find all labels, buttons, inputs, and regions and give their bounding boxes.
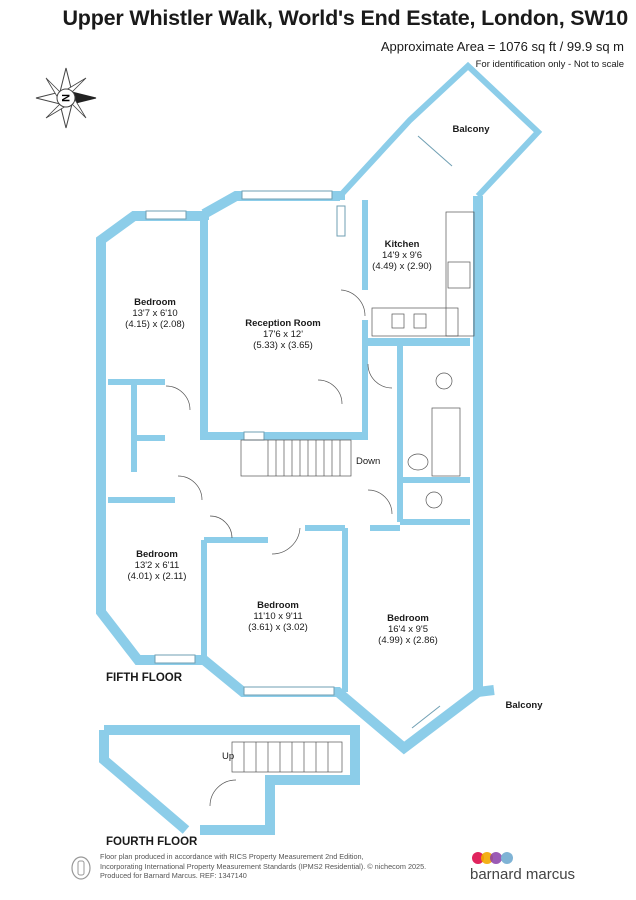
- footer-disclaimer: Floor plan produced in accordance with R…: [100, 852, 426, 881]
- windows: [145, 135, 453, 729]
- staircase-up: [209, 741, 343, 807]
- room-name: Bedroom: [257, 600, 299, 611]
- room-name: Bedroom: [136, 549, 178, 560]
- room-kitchen: Kitchen 14'9 x 9'6 (4.49) x (2.90): [372, 239, 432, 272]
- room-bedroom-4: Bedroom 16'4 x 9'5 (4.99) x (2.86): [378, 613, 438, 646]
- room-name: Balcony: [506, 700, 544, 711]
- room-name: Balcony: [453, 124, 491, 135]
- room-name: Reception Room: [245, 318, 320, 329]
- approximate-area: Approximate Area = 1076 sq ft / 99.9 sq …: [380, 39, 624, 54]
- compass-label: N: [59, 94, 71, 102]
- staircase-down: [240, 439, 352, 477]
- room-balcony-bottom: Balcony: [506, 700, 544, 711]
- room-dims: 16'4 x 9'5: [388, 624, 428, 635]
- room-name: Bedroom: [387, 613, 429, 624]
- bathroom-fittings: [407, 372, 461, 509]
- kitchen-units: [371, 211, 475, 337]
- footer-line: Floor plan produced in accordance with R…: [100, 852, 364, 861]
- room-metric: (5.33) x (3.65): [253, 340, 313, 351]
- room-metric: (4.01) x (2.11): [128, 571, 187, 582]
- room-bedroom-1: Bedroom 13'7 x 6'10 (4.15) x (2.08): [125, 297, 185, 330]
- door-swings: [165, 289, 393, 555]
- fourth-floor-label: FOURTH FLOOR: [106, 836, 198, 848]
- room-name: Bedroom: [134, 297, 176, 308]
- room-dims: 14'9 x 9'6: [382, 250, 422, 261]
- room-metric: (4.15) x (2.08): [125, 319, 185, 330]
- stair-down-label: Down: [356, 456, 380, 467]
- scale-note: For identification only - Not to scale: [475, 59, 624, 70]
- brand-name: barnard marcus: [470, 866, 576, 883]
- room-bedroom-2: Bedroom 13'2 x 6'11 (4.01) x (2.11): [128, 549, 187, 582]
- rics-logo-icon: [71, 856, 91, 880]
- fourth-floor-walls: [99, 725, 360, 835]
- fifth-floor-walls: [96, 61, 543, 755]
- room-metric: (4.99) x (2.86): [378, 635, 438, 646]
- room-dims: 11'10 x 9'11: [253, 611, 302, 622]
- room-reception: Reception Room 17'6 x 12' (5.33) x (3.65…: [245, 318, 320, 351]
- north-arrow-icon: N: [35, 67, 97, 129]
- page-title: Upper Whistler Walk, World's End Estate,…: [62, 6, 628, 30]
- room-metric: (3.61) x (3.02): [248, 622, 308, 633]
- room-balcony-top: Balcony: [453, 124, 491, 135]
- room-name: Kitchen: [385, 239, 420, 250]
- stair-up-label: Up: [222, 751, 234, 762]
- room-bedroom-3: Bedroom 11'10 x 9'11 (3.61) x (3.02): [248, 600, 308, 633]
- footer-line: Produced for Barnard Marcus. REF: 134714…: [100, 871, 247, 880]
- brand-logo-icon: [472, 852, 513, 864]
- room-dims: 13'7 x 6'10: [132, 308, 177, 319]
- room-dims: 13'2 x 6'11: [135, 560, 180, 571]
- footer-line: Incorporating International Property Mea…: [100, 861, 427, 871]
- room-dims: 17'6 x 12': [263, 329, 303, 340]
- fifth-floor-label: FIFTH FLOOR: [106, 672, 183, 684]
- room-metric: (4.49) x (2.90): [372, 261, 432, 272]
